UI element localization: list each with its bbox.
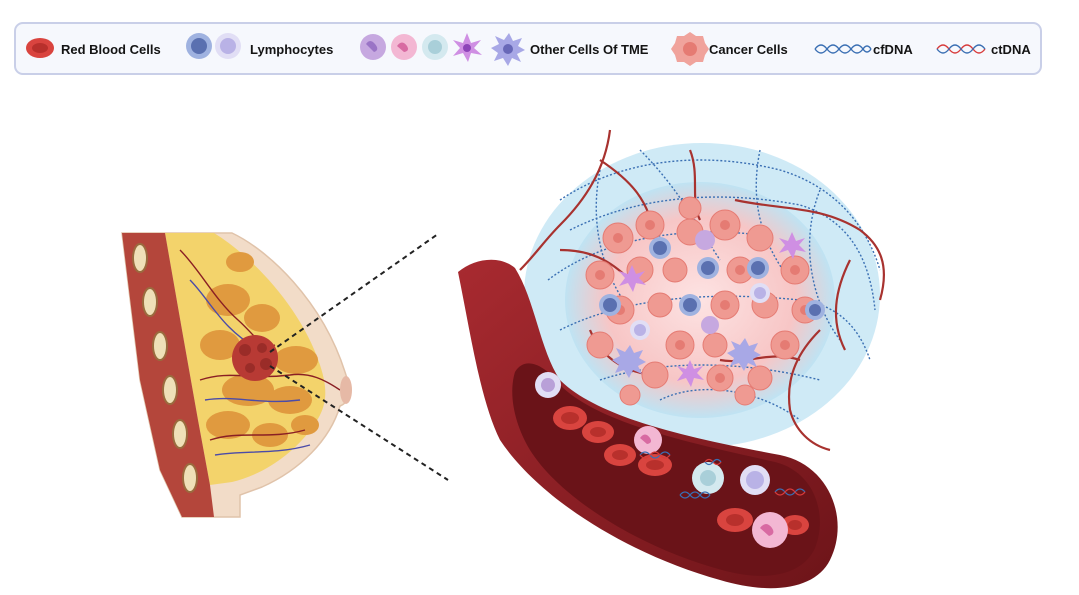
cancer-cell [702,332,728,358]
lymphocyte-icon [186,33,241,59]
cancer-cell [619,384,641,406]
cancer-cell [586,331,614,359]
macrophage-cell [727,338,761,371]
vessel-red-blood-cells [553,406,809,535]
cancer-cell [647,292,673,318]
cancer-cell [662,257,688,283]
cfdna-icon [814,44,872,54]
cancer-cell [734,384,756,406]
red-blood-cell-icon [26,38,54,58]
dendritic-cell [677,360,704,387]
legend-icons [26,32,986,66]
cancer-cell-icon [671,32,709,66]
vessel-dna-fragments [639,451,806,499]
tumor-tme-cells [612,230,806,387]
cancer-cell [747,365,773,391]
dendritic-cell [619,265,646,292]
blood-vessel [458,259,838,589]
ctdna-icon [936,44,986,54]
legend-label-cancer-cells: Cancer Cells [709,42,788,57]
legend-label-ctdna: ctDNA [991,42,1031,57]
tumor-lymphocytes [599,237,825,340]
dendritic-cell [779,232,806,259]
macrophage-cell [612,345,646,378]
legend-label-cfdna: cfDNA [873,42,913,57]
vessel-circulating-cells [535,372,788,548]
tme-cell [701,316,719,334]
cancer-cell-nuclei [595,220,810,383]
breast-lobules [200,252,319,447]
breast-illustration [121,232,352,518]
cancer-cell [641,361,669,389]
legend-label-other-cells-of-tme: Other Cells Of TME [530,42,649,57]
macrophage-icon [491,33,525,66]
cancer-cells [585,196,819,406]
cancer-cell [746,224,774,252]
ribs [132,243,198,493]
breast-tumor [232,335,278,381]
tme-cell [695,230,715,250]
legend-label-lymphocytes: Lymphocytes [250,42,334,57]
dendritic-cell-icon [453,33,482,62]
cancer-cell [678,196,702,220]
legend-label-red-blood-cells: Red Blood Cells [61,42,161,57]
tme-cell-icons [360,33,525,66]
zoom-guide-lines [269,233,449,481]
nipple [340,376,352,404]
tumor-microenvironment [519,129,885,452]
